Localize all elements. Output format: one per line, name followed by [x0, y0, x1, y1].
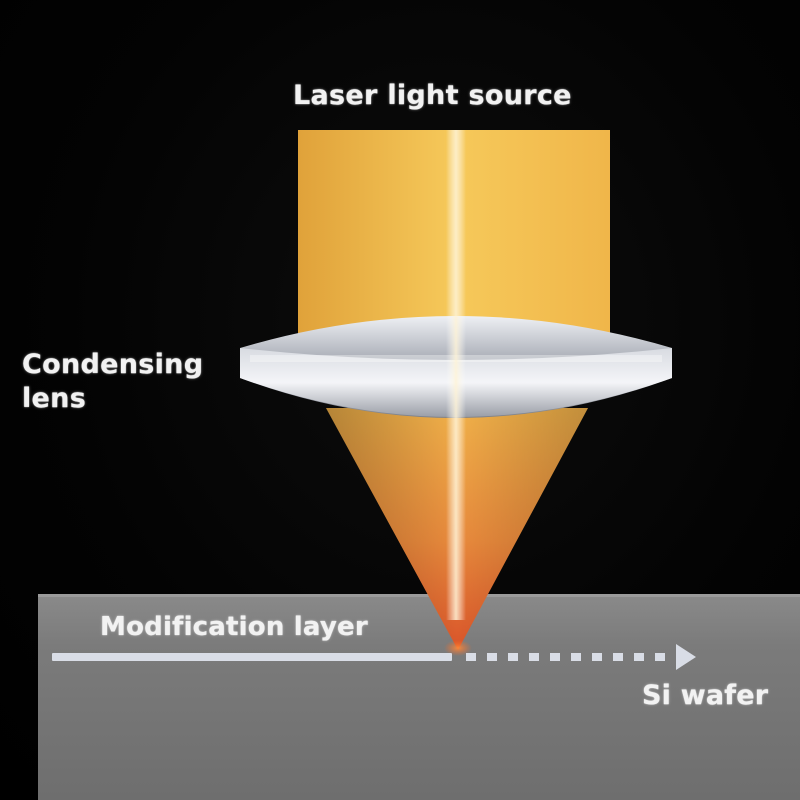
si-wafer-label: Si wafer	[642, 680, 769, 711]
modification-layer-line	[52, 653, 452, 661]
condensing-lens-label-line1: Condensing	[22, 349, 204, 380]
scan-direction-arrow-icon	[676, 644, 696, 670]
scan-path-dots	[466, 653, 665, 661]
si-wafer-slab	[38, 594, 800, 800]
beam-axis-highlight	[446, 130, 466, 620]
condensing-lens-label-line2: lens	[22, 383, 87, 414]
laser-light-source-label: Laser light source	[293, 80, 572, 111]
modification-layer-label: Modification layer	[100, 612, 368, 642]
condensing-lens-label: Condensing lens	[22, 348, 203, 416]
si-wafer-top-edge	[38, 594, 800, 597]
focus-point-glow	[444, 640, 472, 656]
